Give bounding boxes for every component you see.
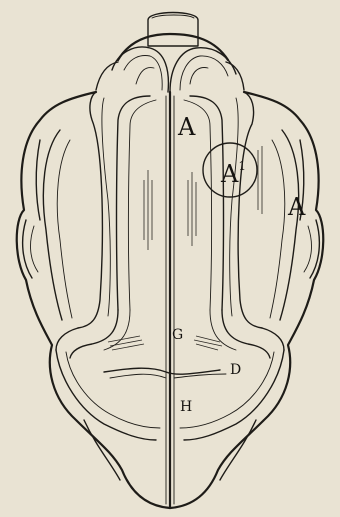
left-gyri <box>23 92 160 480</box>
label-a1: A1 <box>221 162 246 186</box>
label-a-center: A <box>178 115 195 139</box>
label-a-right: A <box>288 195 305 219</box>
label-d: D <box>230 363 241 377</box>
label-g: G <box>172 328 183 342</box>
label-a1-superscript: 1 <box>238 159 246 173</box>
transverse-sulci <box>104 336 226 378</box>
brain-stem <box>148 13 198 47</box>
brain-outline <box>17 92 324 508</box>
label-a1-base: A <box>221 160 238 188</box>
right-gyri <box>180 92 319 480</box>
label-h: H <box>180 400 192 414</box>
upper-lobes <box>96 34 244 92</box>
